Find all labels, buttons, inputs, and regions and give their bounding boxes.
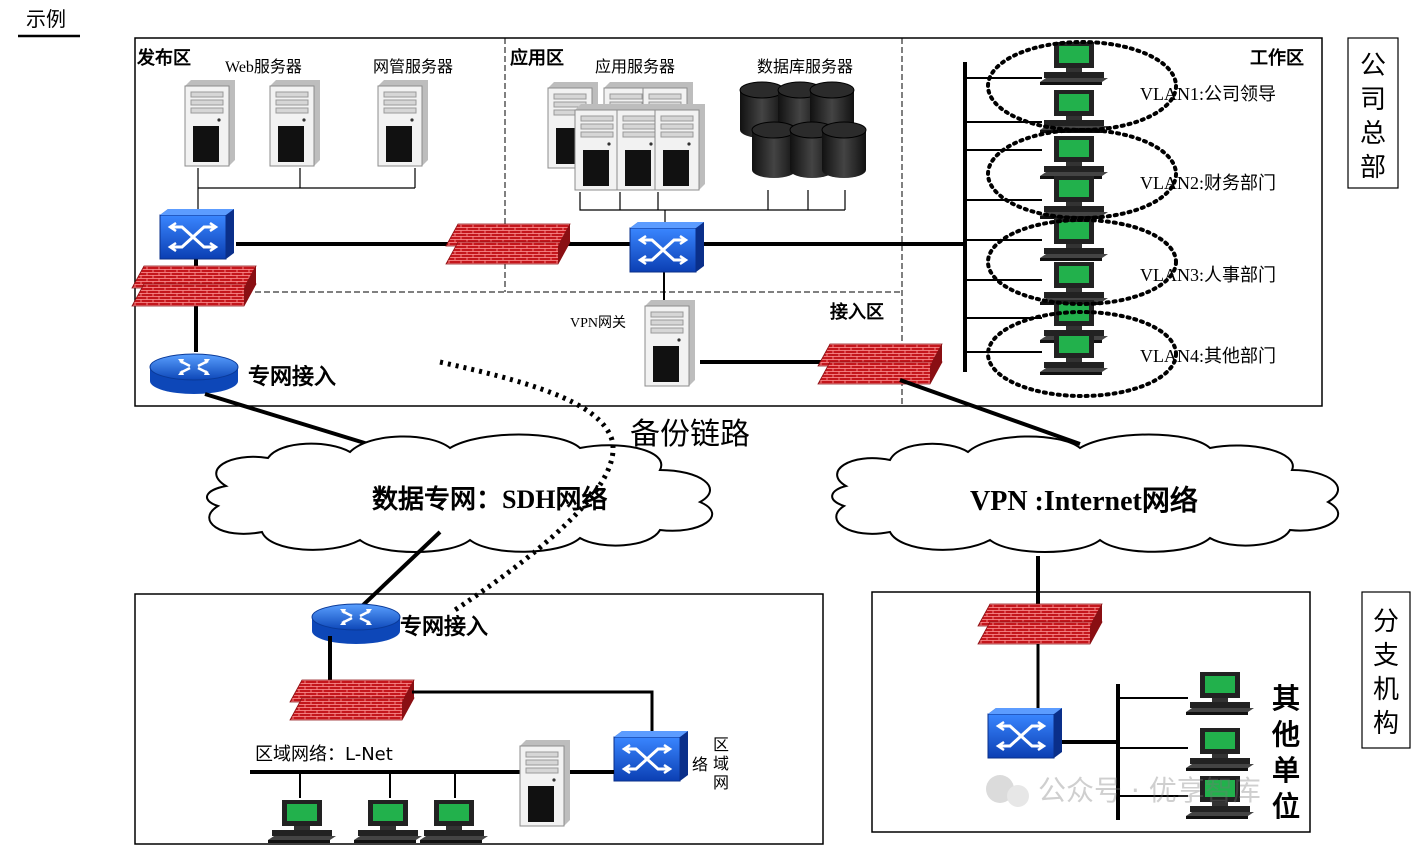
vlan3-group (986, 218, 1178, 306)
db-server-4 (751, 121, 797, 179)
header-label: 示例 (26, 7, 66, 31)
regional-workstation-3 (420, 800, 488, 843)
regional-switch-side-label-a: 络 (692, 755, 708, 774)
web-server-label: Web服务器 (225, 58, 302, 76)
vpn-cloud-label: VPN :Internet网络 (970, 484, 1198, 517)
vlan4-label: VLAN4:其他部门 (1140, 346, 1276, 366)
backup-link-label: 备份链路 (630, 417, 750, 452)
workstation-vlan3-b (1040, 262, 1108, 305)
publish-zone-switch (158, 207, 236, 261)
vlan2-label: VLAN2:财务部门 (1140, 173, 1276, 193)
branch-switch (986, 706, 1064, 760)
workstation-vlan1-a (1040, 42, 1108, 85)
vlan1-label: VLAN1:公司领导 (1140, 84, 1276, 104)
workstation-vlan2-b (1040, 176, 1108, 219)
watermark: 公众号 · 优享智库 (986, 774, 1261, 807)
branch-workstation-1 (1186, 672, 1254, 715)
vlan4-group (986, 310, 1178, 398)
regional-lan-label: 区域网络：L-Net (255, 744, 393, 765)
zone-label-work: 工作区 (1250, 47, 1304, 69)
hq-private-router (148, 352, 240, 396)
netmgmt-server (377, 79, 429, 167)
backup-link (439, 359, 616, 615)
branch-label-box (1361, 591, 1411, 749)
branch-workstation-2 (1186, 728, 1254, 771)
app-server-bus (579, 190, 846, 224)
publish-zone-firewall (131, 265, 257, 307)
workstation-vlan3-a (1040, 218, 1108, 261)
branch-others-label: 其他单位 (1271, 682, 1300, 823)
regional-switch (612, 729, 690, 783)
regional-switch-side-label-b: 区域网 (713, 735, 729, 792)
branch-frame (871, 591, 1311, 833)
app-server-6 (654, 103, 706, 191)
zone-label-application: 应用区 (510, 47, 564, 69)
sdh-to-regional-router-link (358, 530, 442, 610)
app-zone-firewall (445, 223, 571, 265)
vlan2-group (986, 128, 1178, 220)
publish-server-bus (197, 168, 416, 210)
regional-firewall-to-switch-line (412, 690, 654, 735)
db-server-6 (821, 121, 867, 179)
workstation-vlan2-a (1040, 136, 1108, 179)
db-server-label: 数据库服务器 (757, 58, 853, 76)
watermark-text: 公众号 · 优享智库 (1038, 774, 1261, 807)
hq-private-access-label: 专网接入 (248, 364, 336, 390)
branch-label: 分支机构 (1373, 607, 1399, 739)
core-switch (628, 220, 706, 274)
netmgmt-server-label: 网管服务器 (373, 58, 453, 76)
regional-private-router (310, 602, 402, 646)
branch-firewall (977, 603, 1103, 645)
headquarters-frame (134, 37, 1323, 407)
sdh-cloud (206, 433, 714, 553)
web-server-1 (184, 79, 236, 167)
headquarters-label-box (1347, 37, 1399, 189)
regional-private-access-label: 专网接入 (400, 614, 488, 640)
access-zone-firewall (817, 343, 943, 385)
app-server-label: 应用服务器 (595, 57, 675, 76)
sdh-cloud-label: 数据专网：SDH网络 (372, 484, 607, 514)
regional-server (519, 739, 571, 827)
zone-label-access: 接入区 (830, 301, 884, 323)
vpn-gateway (644, 299, 696, 387)
zone-label-publish: 发布区 (136, 47, 191, 69)
regional-frame (134, 593, 824, 845)
hq-firewall-to-vpn-link (899, 378, 1081, 446)
vpn-gateway-label: VPN网关 (570, 315, 626, 331)
web-server-2 (269, 79, 321, 167)
headquarters-label: 公司总部 (1360, 51, 1386, 183)
vlan3-label: VLAN3:人事部门 (1140, 265, 1276, 285)
regional-workstation-1 (268, 800, 336, 843)
workstation-vlan1-b (1040, 90, 1108, 133)
regional-firewall (289, 679, 415, 721)
vpn-cloud (831, 433, 1340, 553)
regional-workstation-2 (354, 800, 422, 843)
